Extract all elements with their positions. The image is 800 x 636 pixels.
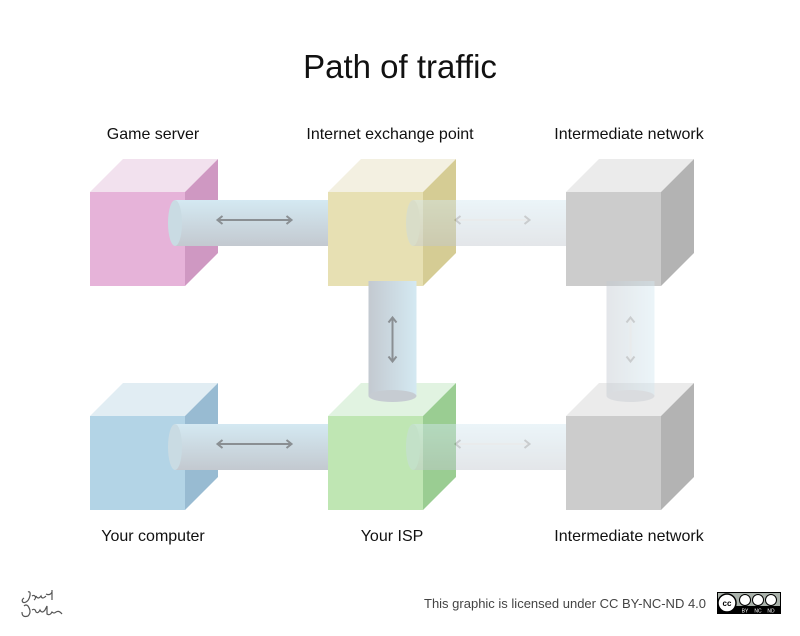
- cube-front: [328, 192, 423, 286]
- cube-top: [90, 383, 218, 416]
- label-intermediate-bottom: Intermediate network: [554, 528, 704, 545]
- label-intermediate-top: Intermediate network: [554, 126, 704, 143]
- svg-text:ND: ND: [767, 609, 775, 615]
- link-your-computer-your-isp: [168, 424, 328, 470]
- cube-top: [328, 159, 456, 192]
- cube-side: [661, 159, 694, 286]
- nc-icon: [752, 594, 764, 606]
- label-ixp: Internet exchange point: [306, 126, 474, 143]
- node-intermediate-bottom: [566, 383, 694, 510]
- node-your-computer: [90, 383, 218, 510]
- cube-top: [566, 159, 694, 192]
- cc-icon: [717, 593, 737, 613]
- cube-side: [661, 383, 694, 510]
- cube-top: [566, 383, 694, 416]
- cube-front: [566, 416, 661, 510]
- svg-text:BY: BY: [742, 609, 749, 615]
- link-ixp-intermediate-top: [406, 200, 566, 246]
- cube-front: [328, 416, 423, 510]
- node-intermediate-top: [566, 159, 694, 286]
- link-intermediate-top-intermediate-bottom: [606, 281, 655, 402]
- diagram-title: Path of traffic: [303, 48, 497, 85]
- nd-icon: [765, 594, 777, 606]
- license-text: This graphic is licensed under CC BY-NC-…: [424, 596, 707, 611]
- label-your-isp: Your ISP: [360, 528, 424, 545]
- link-game-server-ixp: [168, 200, 328, 246]
- svg-text:NC: NC: [754, 609, 762, 615]
- link-your-isp-intermediate-bottom: [406, 424, 566, 470]
- signature-logo: [21, 590, 63, 618]
- cube-front: [90, 416, 185, 510]
- svg-text:cc: cc: [723, 599, 732, 608]
- label-game-server: Game server: [106, 126, 200, 143]
- cc-license-badge[interactable]: cc BY NC ND: [717, 592, 781, 614]
- link-ixp-your-isp: [368, 281, 417, 402]
- cube-front: [566, 192, 661, 286]
- by-icon: [739, 594, 751, 606]
- label-your-computer: Your computer: [101, 528, 205, 545]
- cube-front: [90, 192, 185, 286]
- cube-top: [90, 159, 218, 192]
